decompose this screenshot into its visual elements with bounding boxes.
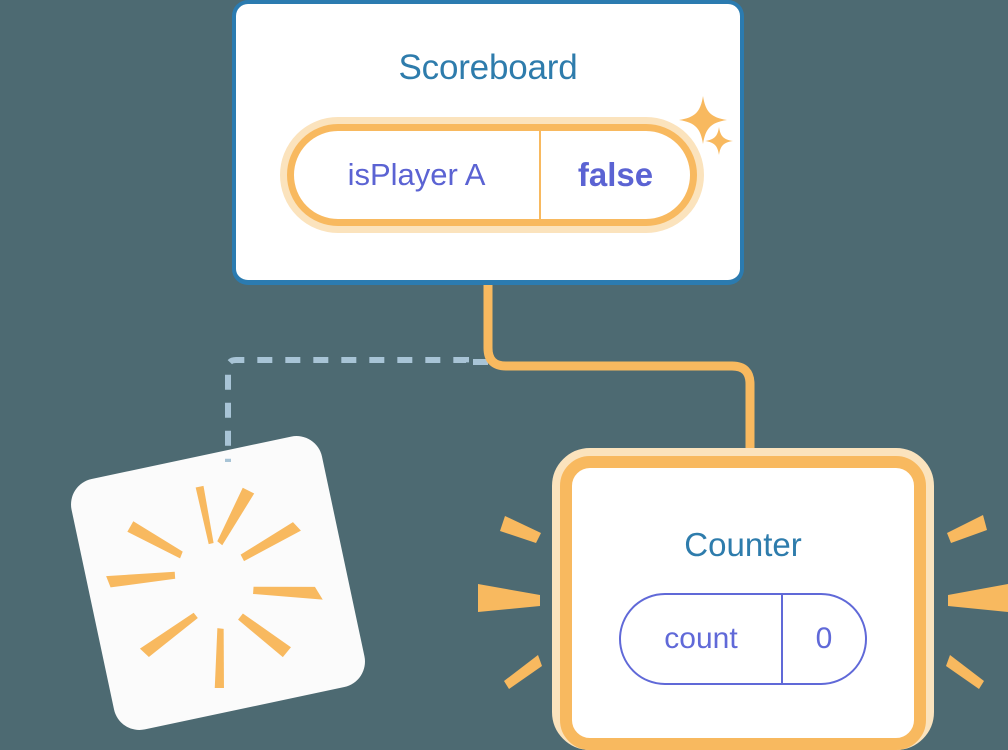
ray-left-bottom — [504, 655, 542, 689]
counter-pill-divider — [781, 595, 783, 683]
ray-right-bottom — [946, 655, 984, 689]
burst-ray-7 — [139, 612, 198, 657]
burst-ray-3 — [240, 522, 301, 562]
scoreboard-card[interactable]: Scoreboard isPlayer A false — [232, 0, 744, 285]
counter-title: Counter — [684, 526, 802, 563]
sparkle-small-icon — [705, 127, 733, 155]
burst-ray-5 — [238, 613, 291, 658]
burst-card[interactable] — [66, 431, 370, 735]
counter-state-pill[interactable]: count 0 — [619, 593, 867, 685]
scoreboard-state-pill[interactable]: isPlayer A false — [287, 124, 697, 226]
burst-ray-4 — [253, 586, 323, 600]
ray-left-top — [500, 516, 541, 543]
burst-ray-8 — [106, 571, 176, 588]
scoreboard-state-key: isPlayer A — [347, 157, 486, 192]
ray-right-middle — [948, 584, 1008, 612]
burst-ray-1 — [195, 485, 214, 545]
scoreboard-state-value: false — [577, 156, 654, 193]
dashed-connector-path — [225, 357, 488, 462]
sparkle-large-icon — [679, 96, 727, 144]
counter-state-key: count — [664, 622, 738, 655]
counter-card[interactable]: Counter count 0 — [560, 456, 926, 750]
counter-state-value: 0 — [815, 622, 833, 655]
ray-left-middle — [478, 584, 540, 612]
burst-ray-9 — [127, 521, 183, 559]
burst-card-rays — [106, 485, 323, 689]
burst-ray-6 — [214, 628, 224, 689]
solid-connector-path — [483, 283, 755, 470]
ray-right-top — [947, 515, 987, 543]
burst-ray-2 — [217, 487, 255, 546]
scoreboard-pill-divider — [539, 131, 541, 219]
scoreboard-pill-wrapper: isPlayer A false — [280, 117, 704, 233]
scoreboard-title: Scoreboard — [398, 48, 578, 87]
